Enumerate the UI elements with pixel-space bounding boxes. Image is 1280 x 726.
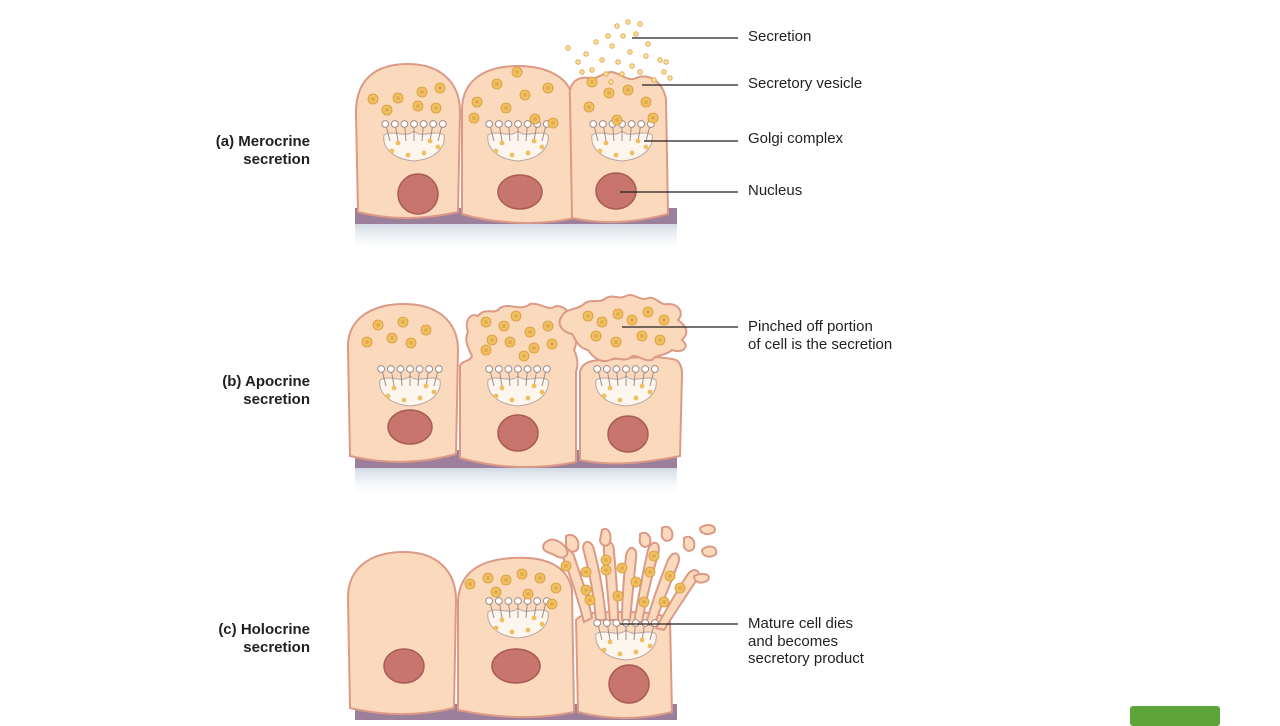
label-mature-cell-dies: Mature cell dies and becomes secretory p… (748, 615, 864, 668)
cell (346, 550, 458, 715)
label-secretory-vesicle: Secretory vesicle (748, 75, 862, 93)
panel-title-line: (c) Holocrine (218, 621, 310, 638)
nucleus (397, 173, 439, 215)
panel-title-merocrine: (a) Merocrine secretion (110, 133, 310, 169)
golgi-complex (593, 365, 659, 407)
nucleus (497, 174, 543, 210)
leader-lines (620, 37, 738, 625)
label-text: Pinched off portion (748, 318, 873, 335)
panel-title-line: secretion (243, 151, 310, 168)
nucleus (387, 409, 433, 445)
panel-title-holocrine: (c) Holocrine secretion (110, 621, 310, 657)
golgi-complex (485, 365, 551, 407)
panel-title-line: (b) Apocrine (222, 373, 310, 390)
golgi-complex (377, 365, 443, 407)
pinched-off-secretion (558, 294, 688, 362)
vesicles (464, 550, 686, 610)
label-text: Nucleus (748, 182, 803, 199)
golgi-complex (593, 619, 659, 661)
apocrine-panel (346, 294, 688, 498)
label-secretion: Secretion (748, 28, 811, 46)
nucleus (491, 648, 541, 684)
nucleus (497, 414, 539, 452)
label-text: of cell is the secretion (748, 335, 893, 353)
label-golgi-complex: Golgi complex (748, 130, 843, 148)
label-nucleus: Nucleus (748, 182, 802, 200)
label-text: Secretory vesicle (748, 75, 863, 92)
vesicles (361, 306, 670, 362)
green-tab (1130, 706, 1220, 726)
label-text: Mature cell dies (748, 615, 854, 632)
nucleus (383, 648, 425, 684)
panel-title-line: secretion (243, 391, 310, 408)
secretion-particles (565, 19, 673, 85)
basal-shadow (355, 466, 677, 498)
vesicles (367, 66, 659, 129)
label-text: secretory product (748, 650, 864, 667)
label-text: Golgi complex (748, 130, 844, 147)
nucleus (595, 172, 637, 210)
label-text: Secretion (748, 28, 812, 45)
basal-shadow (355, 222, 677, 254)
holocrine-panel (346, 524, 718, 720)
nucleus (607, 415, 649, 453)
merocrine-panel (354, 19, 677, 254)
nucleus (608, 664, 650, 704)
panel-title-line: (a) Merocrine (215, 133, 310, 150)
label-pinched-off-portion: Pinched off portion of cell is the secre… (748, 318, 892, 353)
label-text: and becomes (748, 632, 839, 650)
panel-title-line: secretion (243, 639, 310, 656)
panel-title-apocrine: (b) Apocrine secretion (110, 373, 310, 409)
golgi-complex (381, 120, 447, 162)
